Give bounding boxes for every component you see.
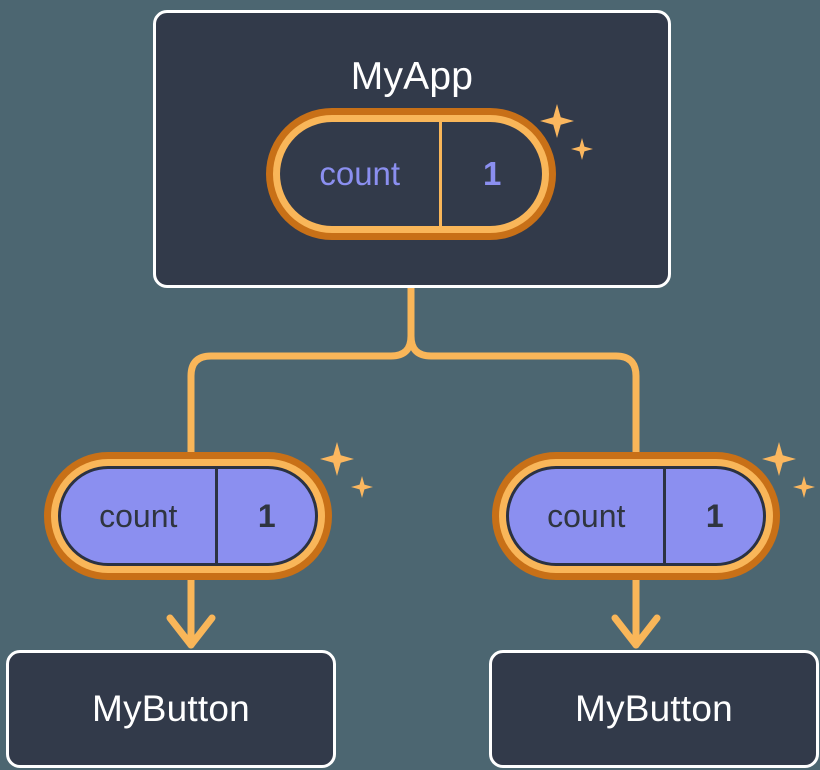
state-pill-body: count 1 (506, 466, 766, 566)
context-trunk-path (187, 284, 415, 456)
component-title-myapp: MyApp (350, 55, 474, 98)
state-pill-ring: count 1 (499, 459, 773, 573)
sparkle-big-icon (762, 442, 796, 476)
component-box-mybutton-left[interactable]: MyButton (6, 650, 336, 768)
component-title-mybutton: MyButton (575, 688, 733, 729)
sparkle-small-icon (793, 476, 815, 498)
sparkle-small-icon (351, 476, 373, 498)
context-split-path (407, 332, 640, 456)
state-key-label: count (61, 469, 219, 563)
state-pill-branch-left[interactable]: count 1 (44, 452, 332, 580)
state-pill-branch-right[interactable]: count 1 (492, 452, 780, 580)
state-pill-myapp[interactable]: count 1 (266, 108, 556, 240)
state-value-label: 1 (257, 497, 276, 534)
state-key-label: count (509, 469, 667, 563)
context-arrow-left-head (166, 614, 216, 649)
state-value-label: 1 (483, 155, 502, 192)
component-box-mybutton-right[interactable]: MyButton (489, 650, 819, 768)
state-pill-ring: count 1 (51, 459, 325, 573)
state-pill-body: count 1 (280, 122, 542, 226)
state-pill-ring: count 1 (273, 115, 549, 233)
state-key-label: count (280, 122, 443, 226)
state-value-label: 1 (705, 497, 724, 534)
sparkle-big-icon (320, 442, 354, 476)
context-arrow-right-head (611, 614, 661, 649)
component-title-mybutton: MyButton (92, 688, 250, 729)
state-pill-body: count 1 (58, 466, 318, 566)
